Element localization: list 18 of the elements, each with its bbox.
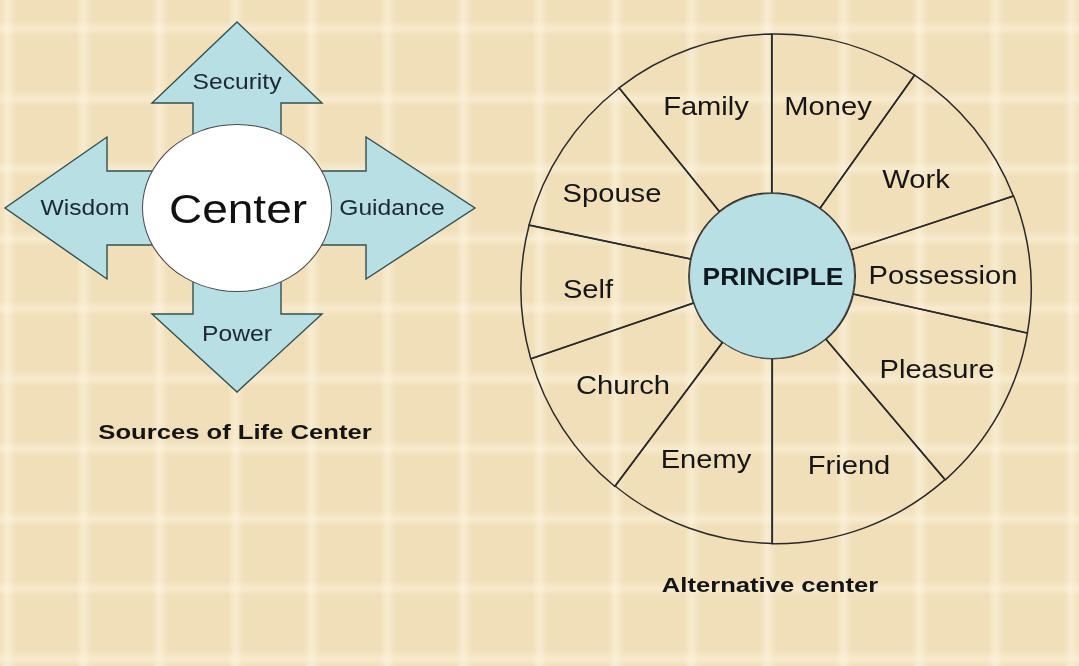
segment-label: Work xyxy=(882,165,950,195)
segment-label: Church xyxy=(576,371,670,401)
segment-label: Friend xyxy=(807,451,891,481)
center-label: Center xyxy=(168,186,308,232)
arrow-label: Power xyxy=(202,321,272,347)
segment-label: Money xyxy=(784,92,872,122)
hub-label: PRINCIPLE xyxy=(702,263,844,291)
arrow-label: Wisdom xyxy=(40,195,130,221)
segment-label: Self xyxy=(562,275,614,305)
caption: Alternative center xyxy=(661,572,879,598)
segment-label: Enemy xyxy=(660,445,752,475)
caption: Sources of Life Center xyxy=(98,419,372,445)
arrow-label: Guidance xyxy=(339,195,445,221)
segment-label: Spouse xyxy=(562,179,662,209)
segment-label: Family xyxy=(663,92,749,122)
segment-label: Pleasure xyxy=(879,355,995,385)
arrow-label: Security xyxy=(192,69,282,95)
segment-label: Possession xyxy=(868,261,1018,291)
